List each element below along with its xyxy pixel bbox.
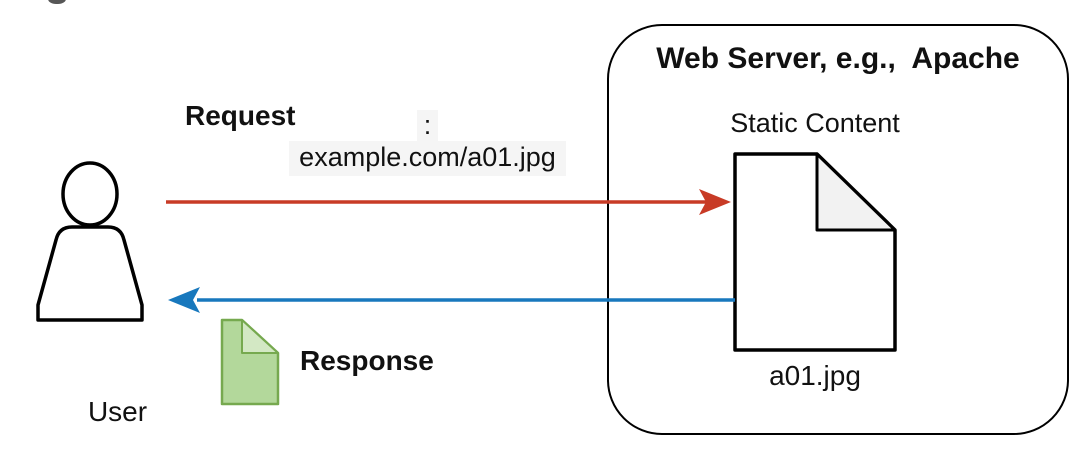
web-server-title: Web Server, e.g., Apache	[656, 42, 1020, 75]
request-url: example.com/a01.jpg	[289, 141, 566, 176]
request-url-block: : example.com/a01.jpg	[270, 110, 585, 176]
green-file-fold	[241, 319, 279, 354]
response-label: Response	[300, 345, 434, 376]
response-arrow-head	[168, 287, 200, 313]
cropped-text-artifact	[48, 0, 66, 4]
request-separator: :	[416, 110, 439, 141]
response-file-icon	[220, 318, 280, 406]
person-body	[36, 225, 144, 322]
static-file-fold	[815, 152, 897, 232]
request-label: Request	[185, 100, 296, 131]
person-head	[61, 161, 119, 227]
user-person-icon	[36, 161, 144, 322]
file-name-label: a01.jpg	[769, 360, 861, 391]
static-file-body	[733, 152, 897, 352]
static-content-label: Static Content	[730, 108, 900, 138]
user-label: User	[87, 396, 148, 427]
static-file-icon	[733, 152, 897, 352]
